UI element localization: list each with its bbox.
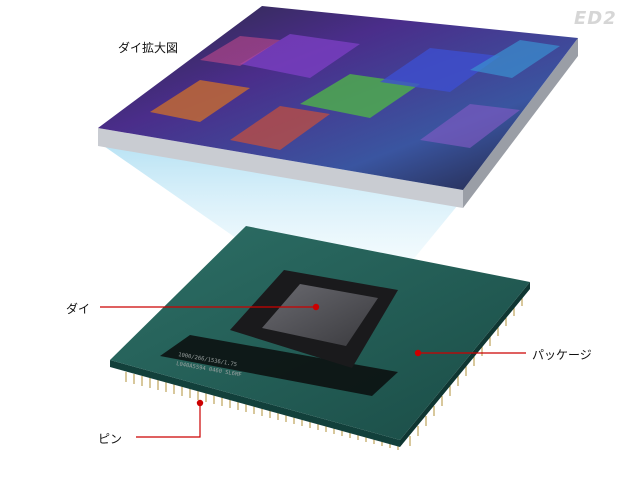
die-zoom-label: ダイ拡大図 <box>118 41 179 55</box>
die-on-package <box>230 270 398 368</box>
zoom-beam <box>98 142 462 278</box>
pin-label: ピン <box>98 432 123 446</box>
package-label: パッケージ <box>532 348 592 362</box>
marking-area <box>160 335 398 396</box>
brand-logo: ED2 <box>574 8 617 29</box>
die-zoom-image <box>98 6 578 208</box>
die-label: ダイ <box>66 302 91 316</box>
leader-lines <box>100 303 526 438</box>
